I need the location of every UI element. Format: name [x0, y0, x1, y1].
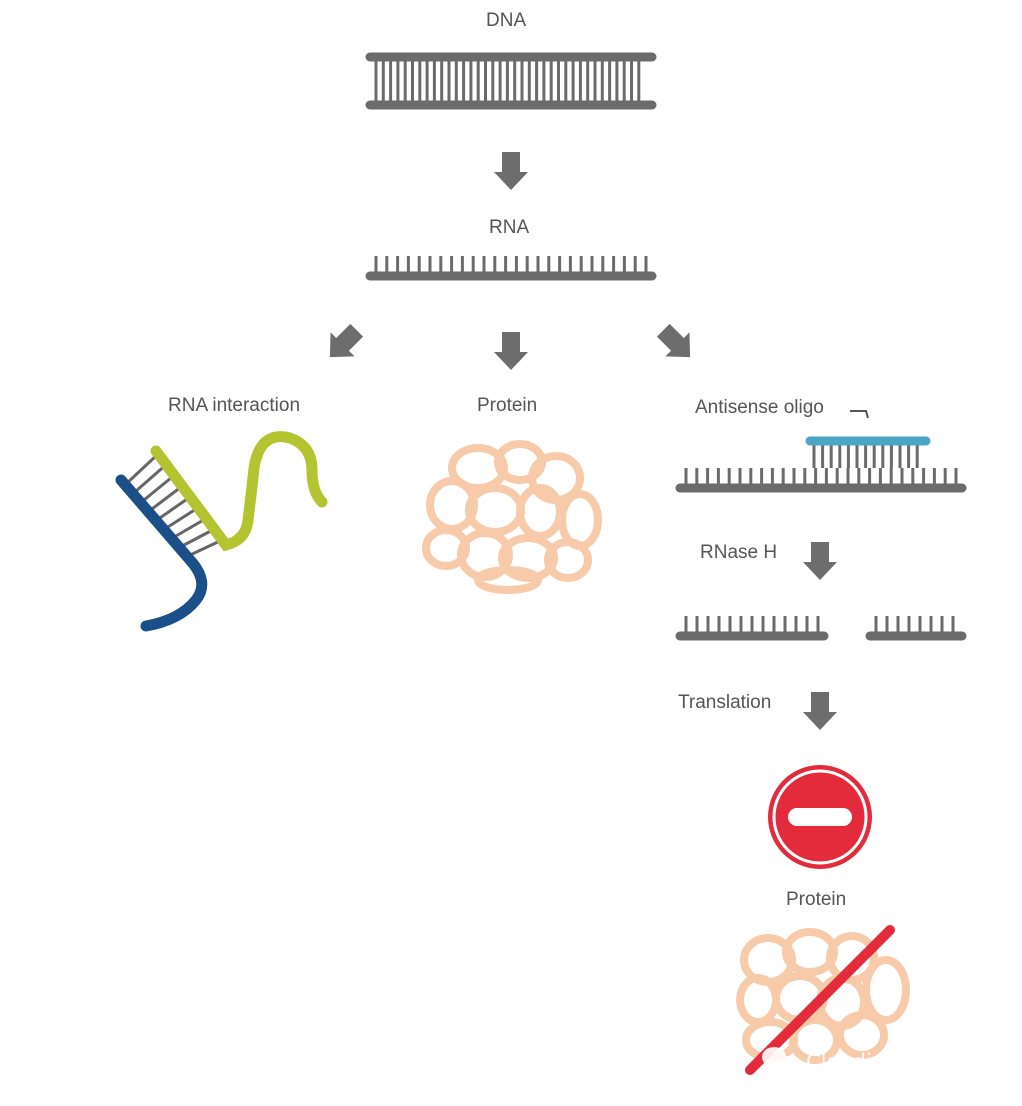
watermark-text: Claudisiran药药	[806, 1050, 966, 1074]
dna-double-strand	[365, 52, 657, 110]
down-arrow-icon	[803, 542, 837, 580]
strike-line-icon	[745, 925, 895, 1075]
down-arrow-icon	[803, 692, 837, 730]
diagonal-arrow-icon	[651, 318, 703, 370]
down-arrow-icon	[494, 152, 528, 190]
blocked-protein-label: Protein	[786, 889, 847, 910]
rna-interaction-illustration	[115, 431, 328, 632]
rnase-h-label: RNase H	[700, 542, 778, 563]
wechat-icon	[762, 1047, 798, 1072]
rna-label: RNA	[489, 217, 530, 238]
diagonal-arrow-icon	[317, 318, 369, 370]
antisense-oligo-label: Antisense oligo	[695, 397, 824, 418]
dna-label: DNA	[486, 10, 527, 31]
rna-interaction-label: RNA interaction	[168, 395, 301, 416]
rna-strand	[365, 256, 657, 281]
cleaved-rna-fragments	[675, 616, 967, 641]
down-arrow-icon	[494, 332, 528, 370]
stop-sign-icon	[768, 765, 872, 869]
translation-label: Translation	[678, 692, 772, 713]
protein-illustration	[422, 440, 602, 594]
protein-label: Protein	[477, 395, 538, 416]
antisense-oligo-complex	[675, 410, 967, 493]
